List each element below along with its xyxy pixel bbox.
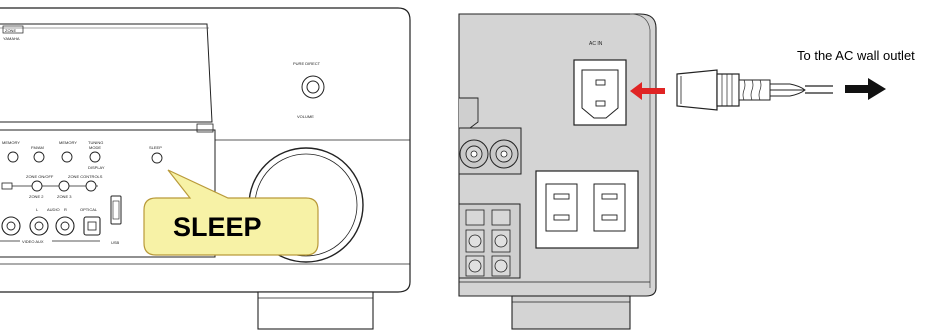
video-aux-label: VIDEO AUX [22, 239, 44, 244]
zone2-label: ZONE 2 [29, 194, 44, 199]
fm-am-button[interactable] [33, 151, 45, 163]
sleep-callout-text: SLEEP [173, 212, 262, 242]
audio-label: AUDIO [47, 207, 60, 212]
rear-panel: AC IN AC OUTLETS [458, 13, 915, 330]
btn-memory-label: MEMORY [2, 140, 20, 145]
sleep-callout-bubble [143, 169, 319, 256]
r-label: R [64, 207, 67, 212]
zone-controls-button[interactable] [85, 180, 97, 192]
zone-controls-label: ZONE CONTROLS [68, 174, 103, 179]
btn-tuning-mode-label: MODE [89, 145, 101, 150]
brand-text: YAMAHA [3, 36, 20, 41]
zone3-onoff-button[interactable] [58, 180, 70, 192]
btn-memory2-label: MEMORY [59, 140, 77, 145]
logo-text: ZONE [5, 28, 16, 33]
wall-outlet-caption: To the AC wall outlet [797, 48, 915, 63]
optical-jack[interactable] [83, 216, 101, 236]
ac-in-label: AC IN [589, 41, 603, 47]
rear-foot [511, 295, 631, 330]
logo-box [2, 25, 24, 34]
display-bottom-bar [196, 123, 214, 133]
front-foot [257, 291, 374, 330]
zone2-onoff-button[interactable] [31, 180, 43, 192]
zone-left-tab [1, 182, 13, 190]
sleep-small-label: SLEEP [149, 145, 162, 150]
display-window [0, 23, 213, 123]
sleep-button[interactable] [151, 152, 163, 164]
volume-label: VOLUME [297, 114, 314, 119]
insert-arrow [630, 82, 665, 100]
zone-onoff-label: ZONE ON/OFF [26, 174, 54, 179]
usb-port[interactable] [110, 195, 122, 225]
memory2-button[interactable] [61, 151, 73, 163]
wall-outlet-arrow [845, 78, 886, 100]
tuning-button[interactable] [89, 151, 101, 163]
memory-button[interactable] [7, 151, 19, 163]
ac-outlet-2[interactable] [593, 183, 626, 232]
btn-fm-am-label: FM/AM [31, 145, 44, 150]
zone3-label: ZONE 3 [57, 194, 72, 199]
display-label: DISPLAY [88, 165, 105, 170]
pure-direct-label: PURE DIRECT [293, 61, 321, 66]
l-label: L [36, 207, 39, 212]
optical-label: OPTICAL [80, 207, 98, 212]
usb-label: USB [111, 240, 120, 245]
front-panel: ZONE YAMAHA PURE DIRECT VOLUME MEMORY FM… [0, 7, 411, 330]
ac-outlet-1[interactable] [545, 183, 578, 232]
power-cord-plug [676, 69, 833, 111]
partial-connector-top [459, 97, 479, 129]
btn-tuning-label: TUNING [88, 140, 103, 145]
